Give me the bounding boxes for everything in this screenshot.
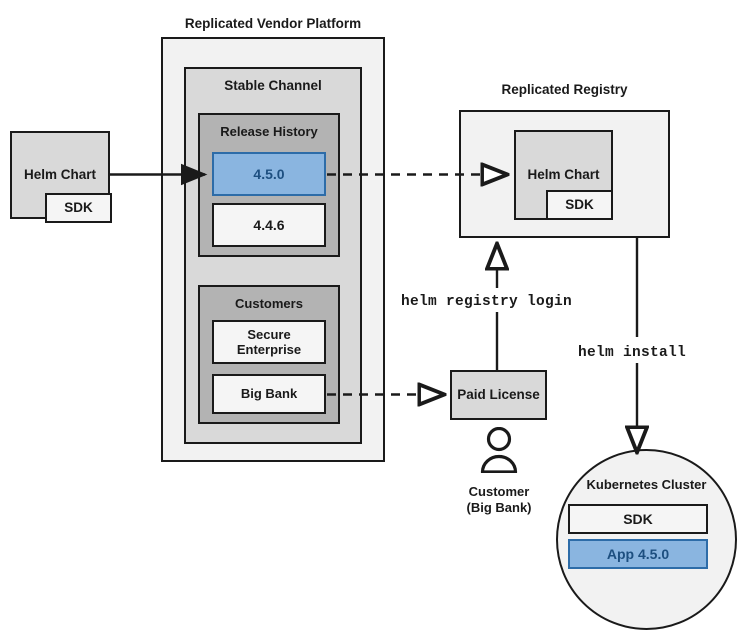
cluster-item-sdk[interactable]: SDK bbox=[568, 504, 708, 534]
registry-title: Replicated Registry bbox=[501, 82, 628, 97]
sdk-label: SDK bbox=[565, 197, 594, 213]
customer-name-label: Big Bank bbox=[240, 386, 298, 402]
customer-secure-enterprise[interactable]: Secure Enterprise bbox=[212, 320, 326, 364]
release-item-4-4-6[interactable]: 4.4.6 bbox=[212, 203, 326, 247]
release-item-4-5-0[interactable]: 4.5.0 bbox=[212, 152, 326, 196]
cluster-item-label: SDK bbox=[623, 510, 653, 527]
release-version-label: 4.5.0 bbox=[253, 165, 285, 182]
helm-install-command: helm install bbox=[578, 345, 687, 361]
release-history-label: Release History bbox=[220, 124, 318, 139]
helm-registry-login-command: helm registry login bbox=[401, 294, 573, 310]
helm-chart-label: Helm Chart bbox=[23, 167, 96, 183]
release-version-label: 4.4.6 bbox=[253, 216, 285, 233]
cluster-item-label: App 4.5.0 bbox=[606, 545, 670, 562]
helm-chart-label: Helm Chart bbox=[527, 167, 600, 183]
paid-license-box: Paid License bbox=[450, 370, 547, 420]
registry-sdk-box: SDK bbox=[546, 190, 613, 220]
stable-channel-label: Stable Channel bbox=[224, 78, 322, 93]
paid-license-label: Paid License bbox=[457, 387, 540, 403]
customer-big-bank[interactable]: Big Bank bbox=[212, 374, 326, 414]
customer-name-label: Secure Enterprise bbox=[236, 326, 302, 357]
kubernetes-cluster-label: Kubernetes Cluster bbox=[586, 477, 707, 492]
customers-label: Customers bbox=[235, 296, 303, 311]
source-sdk-box: SDK bbox=[45, 193, 112, 223]
vendor-platform-title: Replicated Vendor Platform bbox=[184, 16, 362, 31]
customer-person-icon bbox=[478, 426, 520, 474]
customer-actor-line1: Customer bbox=[468, 484, 530, 499]
customer-actor-line2: (Big Bank) bbox=[466, 499, 532, 515]
cluster-item-app[interactable]: App 4.5.0 bbox=[568, 539, 708, 569]
customer-actor-caption: Customer (Big Bank) bbox=[429, 484, 569, 516]
sdk-label: SDK bbox=[64, 200, 93, 216]
